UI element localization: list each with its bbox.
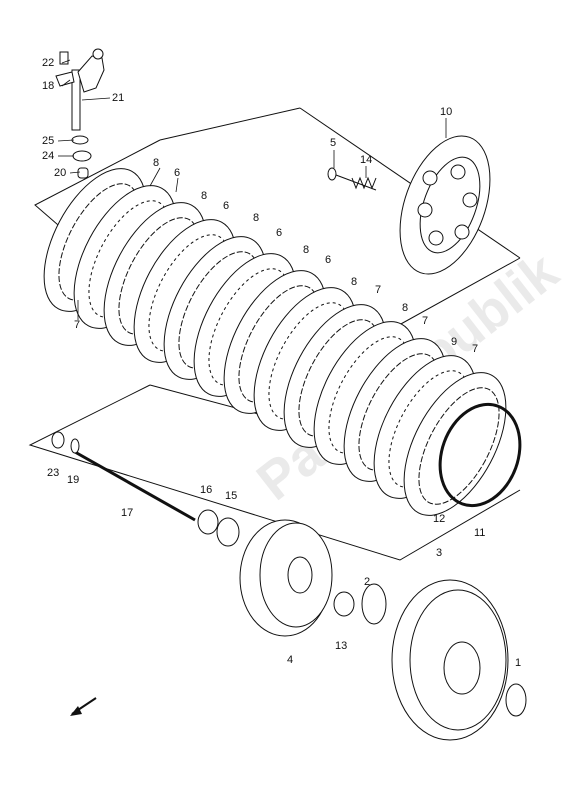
callout-leader (61, 79, 71, 87)
bolt-and-spring (327, 167, 377, 191)
callout-11: 11 (474, 527, 485, 539)
callout-8-a: 8 (153, 157, 159, 169)
callout-25: 25 (42, 135, 54, 147)
callout-3: 3 (436, 547, 442, 559)
callout-8-b: 8 (201, 190, 207, 202)
callout-6-b: 6 (223, 200, 229, 212)
spacer-and-bearing (333, 583, 387, 625)
callout-14: 14 (360, 154, 372, 166)
callout-7-d: 7 (472, 343, 478, 355)
clutch-plate (403, 372, 507, 516)
callout-1: 1 (515, 657, 521, 669)
callout-7-a: 7 (74, 319, 80, 331)
nut-and-washer (197, 509, 240, 547)
callout-2: 2 (364, 576, 370, 588)
callout-24: 24 (42, 150, 54, 162)
clutch-housing (391, 579, 509, 741)
upper-assembly-outline-right (299, 107, 521, 259)
callout-leader (57, 139, 75, 142)
callout-8-f: 8 (402, 302, 408, 314)
judder-spring-ring (438, 402, 522, 508)
callout-9: 9 (451, 336, 457, 348)
callout-19: 19 (67, 474, 79, 486)
pressure-plate (399, 135, 491, 275)
direction-arrow-icon (70, 697, 97, 716)
callout-6-a: 6 (174, 167, 180, 179)
callout-leader (61, 59, 71, 64)
lower-assembly-outline (28, 384, 521, 561)
sleeve-hub (239, 519, 333, 637)
callout-7-b: 7 (375, 284, 381, 296)
callout-17: 17 (121, 507, 133, 519)
callout-leaders (57, 59, 447, 320)
callout-16: 16 (200, 484, 212, 496)
callout-15: 15 (225, 490, 237, 502)
callout-21: 21 (112, 92, 124, 104)
callout-18: 18 (42, 80, 54, 92)
callout-leader (69, 171, 81, 174)
callout-6-d: 6 (325, 254, 331, 266)
callout-8-c: 8 (253, 212, 259, 224)
upper-outline-top (159, 107, 301, 141)
callout-20: 20 (54, 167, 66, 179)
clutch-plate-inner (418, 387, 500, 505)
callout-12: 12 (433, 513, 445, 525)
callout-leader (149, 167, 161, 187)
callout-13: 13 (335, 640, 347, 652)
callout-23: 23 (47, 467, 59, 479)
callout-4: 4 (287, 654, 293, 666)
bush (505, 683, 527, 717)
clutch-plate-stack (43, 168, 522, 516)
callout-labels: 22 18 21 25 24 20 10 5 14 8 6 8 6 8 6 8 … (42, 57, 521, 669)
callout-8-e: 8 (351, 276, 357, 288)
release-lever (55, 48, 105, 179)
callout-leader (175, 177, 179, 193)
callout-leader (81, 97, 111, 101)
callout-22: 22 (42, 57, 54, 69)
callout-10: 10 (440, 106, 452, 118)
push-rod (51, 431, 196, 522)
callout-7-c: 7 (422, 315, 428, 327)
callout-6-c: 6 (276, 227, 282, 239)
callout-8-d: 8 (303, 244, 309, 256)
callout-5: 5 (330, 137, 336, 149)
